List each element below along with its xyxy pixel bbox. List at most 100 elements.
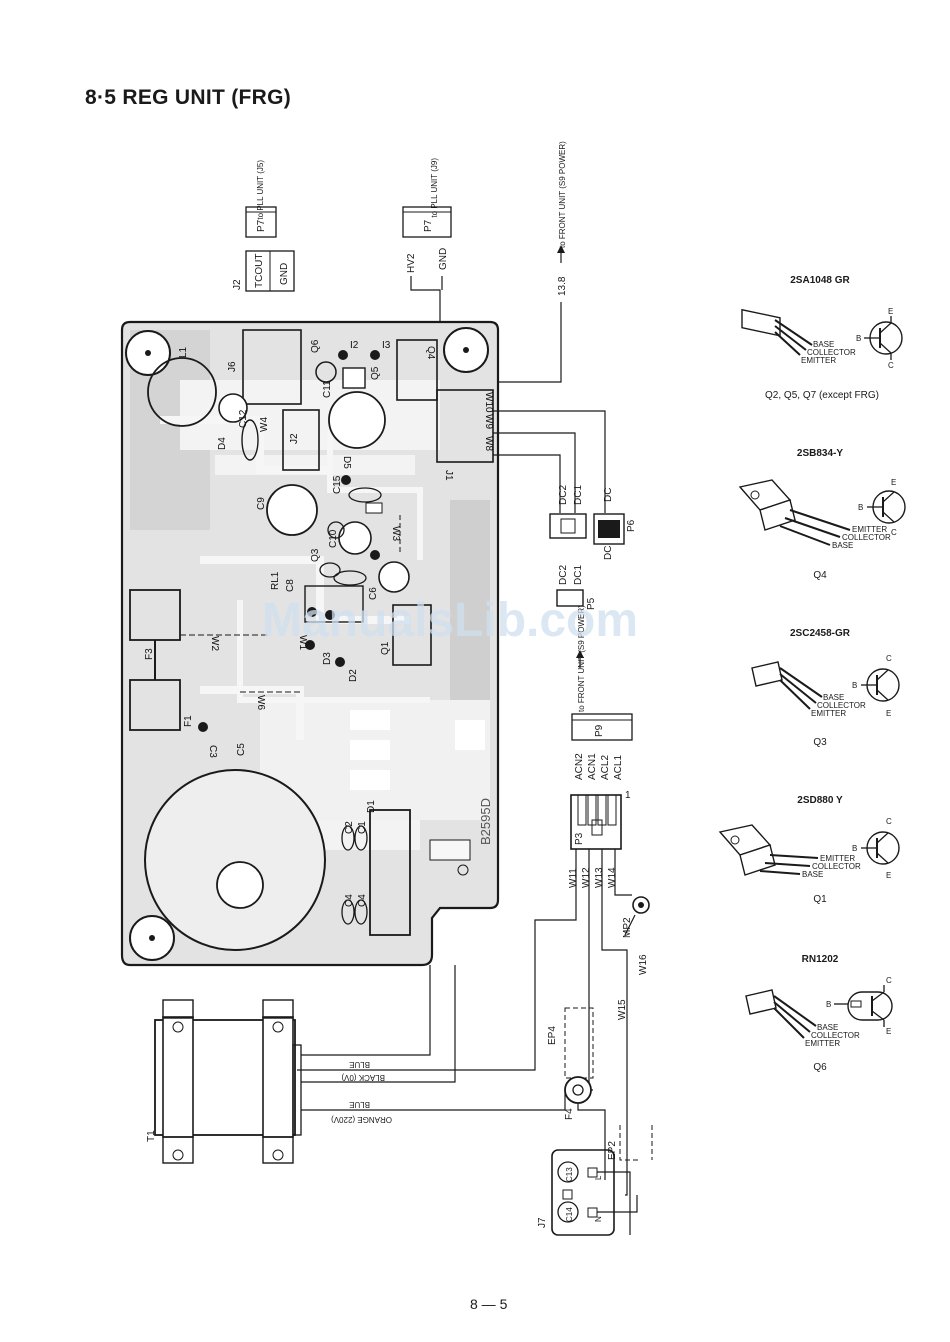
transistor-2sc2458: 2SC2458-GR BASE COLLECTOR EMITTER B C E …: [751, 628, 900, 748]
ac-wiring: to FRONT UNIT (S9 POWER) P9 ACN2 ACN1 AC…: [297, 605, 653, 1236]
pcb-q4: Q4: [425, 346, 436, 360]
transistor-rn1202-pin-c: C: [886, 976, 892, 985]
transistor-legend: 2SA1048 GR BASE COLLECTOR EMITTER B E C …: [718, 275, 906, 1073]
transistor-2sc2458-pin-e: E: [886, 709, 891, 718]
transistor-2sb834-lead-collector: COLLECTOR: [842, 533, 891, 542]
pcb-board: L1 J6 Q6 I2 I3 Q5 Q4 C11 C12 W4 D4 J2 W1…: [120, 320, 500, 967]
f4-label: F4: [564, 1108, 575, 1120]
p3-wire-w12: W12: [581, 867, 592, 888]
page-title: 8·5 REG UNIT (FRG): [85, 86, 292, 109]
dc-wiring: DC2 DC1 DC DC2 DC1 P5 DC P6: [493, 410, 637, 610]
p3-wire-w14: W14: [607, 867, 618, 888]
pcb-j6: J6: [227, 361, 238, 372]
p9-pin-acn1: ACN1: [587, 753, 598, 780]
pcb-c2: C2: [344, 821, 355, 834]
p3-wire-w13: W13: [594, 867, 605, 888]
pcb-c1: C1: [357, 821, 368, 834]
transistor-2sa1048-lead-base: BASE: [813, 340, 834, 349]
transistor-rn1202: RN1202 BASE COLLECTOR EMITTER B C E Q6: [745, 954, 893, 1073]
pcb-j2: J2: [289, 433, 300, 444]
pcb-l1: L1: [178, 346, 189, 358]
transistor-2sb834-caption: Q4: [813, 570, 827, 581]
j7-label: J7: [537, 1217, 548, 1228]
transistor-rn1202-lead-emitter: EMITTER: [805, 1039, 840, 1048]
transistor-2sa1048-lead-collector: COLLECTOR: [807, 348, 856, 357]
w15-label: W15: [617, 999, 628, 1020]
j2-pin-gnd: GND: [279, 263, 290, 285]
p7-j9-pin-hv2: HV2: [406, 253, 417, 273]
transistor-2sd880-pin-c: C: [886, 817, 892, 826]
t1-label: T1: [146, 1130, 157, 1142]
pcb-rl1: RL1: [270, 571, 281, 590]
pcb-c4: C4: [344, 894, 355, 907]
transistor-2sd880-pin-b: B: [852, 844, 857, 853]
transistor-2sb834-pin-c: C: [891, 528, 897, 537]
transistor-2sa1048-pin-b: B: [856, 334, 861, 343]
mp2-label: MP2: [622, 917, 633, 938]
p9-text: to FRONT UNIT (S9 POWER): [577, 605, 586, 712]
j7-n: N: [594, 1216, 603, 1222]
transistor-2sc2458-pin-b: B: [852, 681, 857, 690]
pcb-c12: C12: [238, 409, 249, 428]
transistor-2sc2458-lead-base: BASE: [823, 693, 844, 702]
pcb-c10: C10: [328, 529, 339, 548]
t1-wire-blue-2: BLUE: [349, 1100, 370, 1109]
p7-j9-text: to PLL UNIT (J9): [430, 158, 439, 218]
transistor-2sb834: 2SB834-Y EMITTER COLLECTOR BASE B E C Q4: [738, 448, 906, 581]
transistor-2sa1048-caption: Q2, Q5, Q7 (except FRG): [765, 390, 879, 401]
ep4-label: EP4: [547, 1026, 558, 1045]
p9-pin-acl1: ACL1: [613, 755, 624, 780]
pcb-board-code: B2595D: [478, 798, 493, 845]
transistor-2sc2458-caption: Q3: [813, 737, 827, 748]
transistor-2sc2458-lead-collector: COLLECTOR: [817, 701, 866, 710]
t1-wire-orange: ORANGE (220V): [331, 1115, 392, 1124]
transistor-2sd880-lead-base: BASE: [802, 870, 823, 879]
p9-pin-acl2: ACL2: [600, 755, 611, 780]
p7-j9-pin-gnd: GND: [438, 248, 449, 270]
pcb-c5: C5: [236, 743, 247, 756]
pcb-c3: C4: [357, 894, 368, 907]
p5-wire-dc2: DC2: [558, 485, 569, 505]
transistor-rn1202-lead-collector: COLLECTOR: [811, 1031, 860, 1040]
pcb-q3: Q3: [310, 548, 321, 562]
p7-j5-text: to PLL UNIT (J5): [256, 160, 265, 220]
p6-pin-dc: DC: [603, 546, 614, 560]
transistor-2sa1048-pin-e: E: [888, 307, 893, 316]
pcb-c9: C9: [256, 497, 267, 510]
front-s9-voltage: 13.8: [557, 276, 568, 296]
pcb-q6: Q6: [310, 339, 321, 353]
p3-pin1: 1: [625, 790, 631, 801]
pcb-w6: W6: [255, 695, 266, 710]
pcb-f3: F3: [144, 648, 155, 660]
pcb-w1: W1: [297, 635, 308, 650]
page-number: 8 — 5: [470, 1296, 508, 1312]
front-s9-top-text: to FRONT UNIT (S9 POWER): [558, 141, 567, 248]
p7-j5-plug-label: P7: [256, 219, 267, 232]
pcb-d5: D5: [341, 456, 352, 469]
transistor-2sc2458-pin-c: C: [886, 654, 892, 663]
connector-j2: TCOUT GND J2: [232, 250, 295, 292]
pcb-w8: W8: [483, 436, 494, 451]
transistor-2sd880-lead-emitter: EMITTER: [820, 854, 855, 863]
p7-j9-plug-label: P7: [423, 219, 434, 232]
transistor-2sa1048-pin-c: C: [888, 361, 894, 370]
transistor-2sa1048-lead-emitter: EMITTER: [801, 356, 836, 365]
p5-label: P5: [586, 597, 597, 610]
pcb-w3: W3: [390, 526, 401, 541]
pcb-c6: C6: [368, 587, 379, 600]
transistor-rn1202-lead-base: BASE: [817, 1023, 838, 1032]
transistor-2sd880-lead-collector: COLLECTOR: [812, 862, 861, 871]
pcb-c15: C15: [332, 475, 343, 494]
pcb-d4: D4: [217, 437, 228, 450]
transistor-2sb834-part: 2SB834-Y: [797, 448, 843, 459]
pcb-i3-top: I3: [382, 340, 391, 351]
transistor-2sa1048: 2SA1048 GR BASE COLLECTOR EMITTER B E C …: [741, 275, 903, 401]
pcb-j1: J1: [443, 470, 454, 481]
j7-l: L: [594, 1175, 603, 1180]
p9-label: P9: [594, 724, 605, 737]
transistor-2sa1048-part: 2SA1048 GR: [790, 275, 850, 286]
pcb-d3: D3: [322, 652, 333, 665]
transistor-rn1202-pin-e: E: [886, 1027, 891, 1036]
transistor-2sc2458-part: 2SC2458-GR: [790, 628, 851, 639]
